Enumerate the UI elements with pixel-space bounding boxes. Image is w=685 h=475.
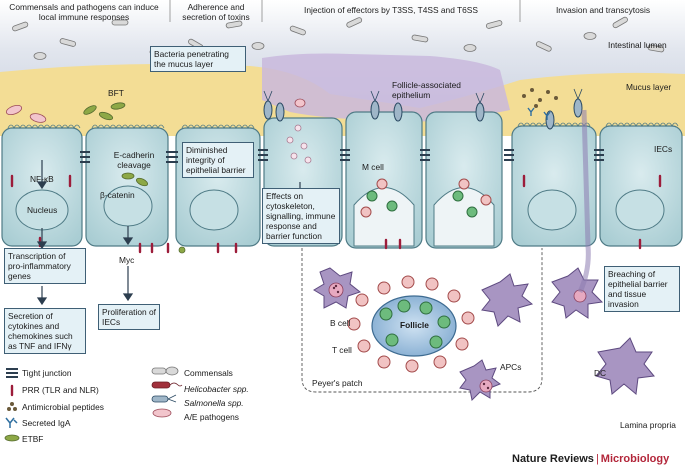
etbf-icon — [4, 434, 20, 442]
fae-purple-area — [262, 53, 510, 122]
label-peyers-patch: Peyer's patch — [312, 378, 363, 388]
legend-commensals: Commensals — [184, 368, 233, 378]
header-invasion-transcytosis: Invasion and transcytosis — [555, 5, 651, 15]
tight-junctions — [80, 149, 604, 163]
epithelium-row — [1, 111, 683, 249]
box-breaching: Breaching of epithelial barrier and tiss… — [604, 266, 680, 312]
header-injection-effectors: Injection of effectors by T3SS, T4SS and… — [304, 5, 478, 15]
box-proliferation: Proliferation of IECs — [98, 304, 160, 330]
nucleus — [527, 189, 577, 231]
apc-cells — [313, 267, 655, 402]
label-m-cell: M cell — [362, 162, 384, 172]
header-local-immune-responses: Commensals and pathogens can induce loca… — [9, 2, 159, 22]
etbf-bacteria — [83, 102, 186, 254]
legend-tight-junction: Tight junction — [22, 368, 72, 378]
legend-salmonella: Salmonella spp. — [184, 398, 244, 408]
footer-separator: | — [595, 453, 599, 465]
label-apcs: APCs — [500, 362, 522, 372]
legend-ae-pathogens: A/E pathogens — [184, 412, 239, 422]
label-b-cell: B cell — [330, 318, 351, 328]
flagella — [263, 88, 583, 104]
legend-secreted-iga: Secreted IgA — [22, 418, 71, 428]
m-cell-pockets — [353, 187, 495, 247]
label-ecadherin: E-cadherin cleavage — [113, 150, 155, 170]
legend-helicobacter: Helicobacter spp. — [184, 384, 249, 394]
legend-prr: PRR (TLR and NLR) — [22, 385, 99, 395]
lumen-commensals — [12, 16, 665, 60]
commensal-icon — [151, 366, 179, 376]
label-lamina-propria: Lamina propria — [620, 420, 676, 430]
ae-pathogens — [5, 98, 306, 123]
apc-nuclei — [328, 282, 587, 393]
box-transcription: Transcription of pro-inflammatory genes — [4, 248, 86, 284]
label-dc: DC — [594, 368, 607, 378]
ae-pathogen-icon — [152, 408, 172, 418]
legend-etbf: ETBF — [22, 434, 44, 444]
ae-cell-spots — [332, 284, 490, 390]
flow-arrows — [36, 160, 301, 306]
dc-cell — [595, 337, 655, 395]
label-follicle: Follicle — [400, 320, 429, 330]
box-bacteria-penetrating: Bacteria penetrating the mucus layer — [150, 46, 246, 72]
nucleus — [189, 189, 239, 231]
label-mucus-layer: Mucus layer — [626, 82, 672, 92]
antimicrobial-peptide-icon — [7, 402, 17, 411]
legend-icons — [4, 366, 183, 442]
label-iecs: IECs — [654, 144, 673, 154]
prr-receptors — [10, 174, 662, 254]
transcytosis-track — [577, 109, 591, 294]
label-bft: BFT — [108, 88, 124, 98]
lymphocytes-pink — [347, 178, 492, 373]
label-nucleus: Nucleus — [27, 205, 58, 215]
antimicrobial-peptides — [522, 88, 558, 108]
iga-icon — [5, 417, 18, 428]
nucleus — [615, 189, 665, 231]
journal-subject: Microbiology — [600, 453, 670, 465]
label-intestinal-lumen: Intestinal lumen — [608, 40, 667, 50]
microvilli — [7, 122, 679, 129]
box-diminished-integrity: Diminished integrity of epithelial barri… — [182, 142, 254, 178]
label-fae: Follicle-associated epithelium — [392, 80, 461, 100]
label-myc: Myc — [119, 255, 135, 265]
apc-cell — [481, 273, 534, 327]
header-adherence-toxins: Adherence and secretion of toxins — [182, 2, 250, 22]
header-separators — [169, 0, 521, 22]
legend-antimicrobial-peptides: Antimicrobial peptides — [22, 402, 104, 412]
label-t-cell: T cell — [332, 345, 352, 355]
label-nfkb: NF-κB — [30, 174, 54, 184]
tight-junction-icon — [6, 368, 18, 378]
journal-footer: Nature Reviews|Microbiology — [512, 453, 669, 465]
box-secretion: Secretion of cytokines and chemokines su… — [4, 308, 86, 354]
effector-vesicles — [286, 124, 312, 164]
lymphocytes-green — [366, 190, 478, 349]
journal-name: Nature Reviews — [512, 453, 594, 465]
salmonella-icon — [151, 394, 177, 403]
label-bcatenin: β-catenin — [100, 190, 135, 200]
helicobacter-icon — [151, 381, 183, 389]
peyers-patch-outline — [301, 248, 543, 393]
box-effects: Effects on cytoskeleton, signalling, imm… — [262, 188, 340, 244]
nuclei — [15, 185, 665, 231]
secreted-iga — [527, 107, 551, 120]
